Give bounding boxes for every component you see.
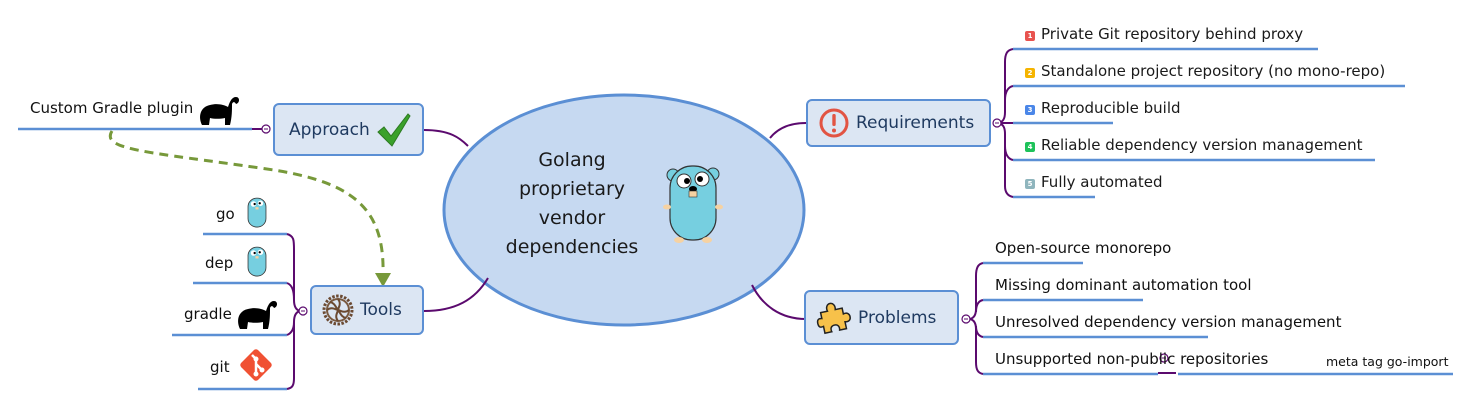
branch-problems <box>751 284 807 320</box>
priority-2-icon: 2 <box>1025 68 1035 78</box>
central-topic-text[interactable]: Golang proprietary vendor dependencies <box>497 146 647 262</box>
bracket-tools <box>286 233 301 390</box>
topic-approach[interactable]: Approach <box>273 103 424 156</box>
meta-tag-go-import-label[interactable]: meta tag go-import <box>1326 354 1449 369</box>
topic-problems-label: Problems <box>858 307 937 328</box>
central-line: proprietary <box>518 178 626 200</box>
topic-tools[interactable]: Tools <box>310 285 424 335</box>
branch-requirements <box>769 122 807 139</box>
central-line: Golang <box>538 149 606 171</box>
topic-requirements-label: Requirements <box>856 113 975 133</box>
requirement-item[interactable]: 5 Fully automated <box>1025 172 1163 192</box>
topic-tools-label: Tools <box>360 300 402 320</box>
branch-tools <box>423 277 489 312</box>
custom-gradle-plugin-label[interactable]: Custom Gradle plugin <box>30 99 194 117</box>
central-topic-shape[interactable] <box>442 93 806 327</box>
requirement-item[interactable]: 3 Reproducible build <box>1025 98 1181 118</box>
central-line: vendor <box>538 207 606 229</box>
requirement-label: Reproducible build <box>1041 99 1181 117</box>
tool-gradle-label[interactable]: gradle <box>184 305 232 323</box>
requirement-item[interactable]: 2 Standalone project repository (no mono-… <box>1025 61 1385 81</box>
tool-dep-label[interactable]: dep <box>205 254 234 272</box>
requirement-label: Reliable dependency version management <box>1041 136 1363 154</box>
branch-approach <box>423 129 469 147</box>
requirement-label: Fully automated <box>1041 173 1163 191</box>
problem-item[interactable]: Missing dominant automation tool <box>995 276 1252 294</box>
priority-1-icon: 1 <box>1025 31 1035 41</box>
topic-problems[interactable]: Problems <box>804 290 959 345</box>
bracket-problems <box>969 262 984 375</box>
priority-5-icon: 5 <box>1025 179 1035 189</box>
priority-3-icon: 3 <box>1025 105 1035 115</box>
requirement-label: Standalone project repository (no mono-r… <box>1041 62 1386 80</box>
requirement-label: Private Git repository behind proxy <box>1041 25 1304 43</box>
checkmark-icon <box>377 112 411 147</box>
tool-go-label[interactable]: go <box>216 205 235 223</box>
problem-item[interactable]: Unresolved dependency version management <box>995 313 1342 331</box>
topic-requirements[interactable]: Requirements <box>806 99 991 147</box>
priority-4-icon: 4 <box>1025 142 1035 152</box>
topic-approach-label: Approach <box>289 119 370 140</box>
requirement-item[interactable]: 4 Reliable dependency version management <box>1025 135 1363 155</box>
gopher-icon <box>247 197 267 228</box>
gopher-icon <box>247 246 267 277</box>
bracket-requirements <box>997 48 1014 198</box>
gopher-icon <box>663 165 723 243</box>
gear-icon <box>322 294 354 326</box>
gradle-elephant-icon <box>200 97 239 125</box>
git-logo-icon <box>240 349 272 381</box>
exclamation-circle-icon <box>819 108 849 138</box>
requirement-item[interactable]: 1 Private Git repository behind proxy <box>1025 24 1303 44</box>
relationship-arrow[interactable] <box>108 130 385 276</box>
central-line: dependencies <box>505 236 639 258</box>
problem-item[interactable]: Unsupported non-public repositories <box>995 350 1269 368</box>
tool-git-label[interactable]: git <box>210 358 230 376</box>
relationship-arrowhead <box>375 273 391 287</box>
gradle-elephant-icon <box>238 301 277 329</box>
puzzle-piece-icon <box>816 302 851 334</box>
problem-item[interactable]: Open-source monorepo <box>995 239 1172 257</box>
